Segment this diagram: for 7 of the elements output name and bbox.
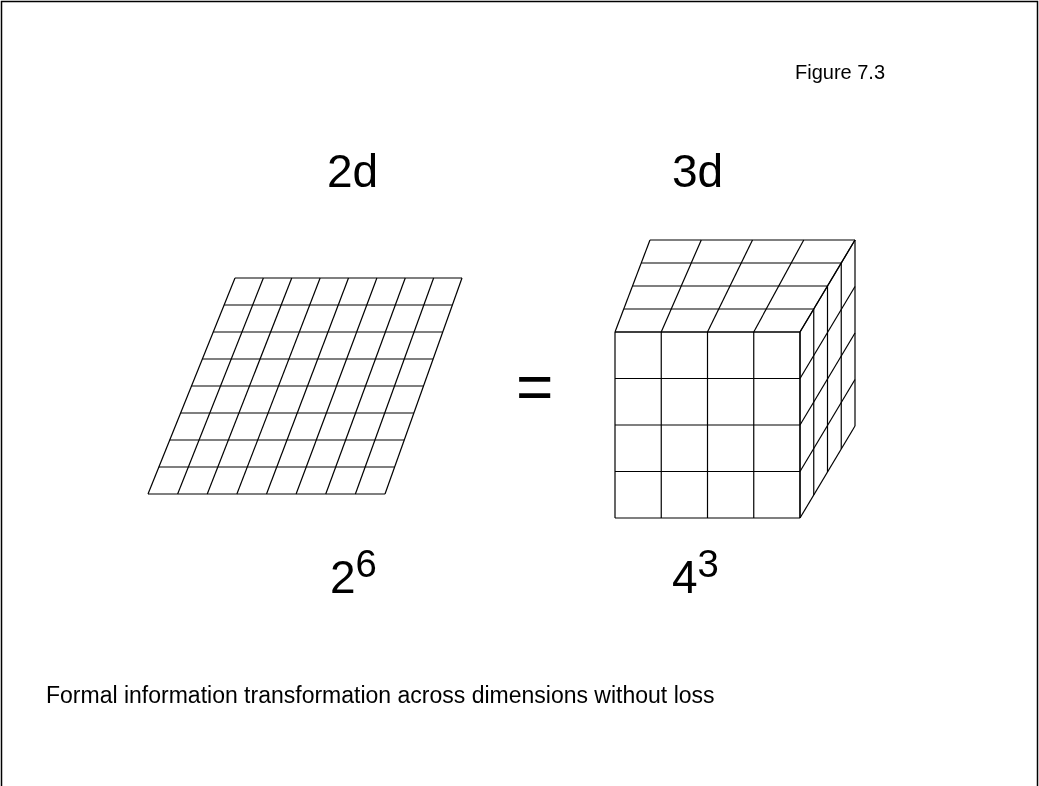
equals-sign: = [516,355,554,419]
power-expression: 2$^{6}$ [330,545,377,601]
dimension-label: 2d [327,148,379,194]
caption: Formal information transformation across dimensions without loss [46,684,715,707]
figure-number: Figure 7.3 [795,62,886,82]
dimension-label: 3d [672,148,724,194]
power-expression: 4$^{3}$ [672,545,719,601]
